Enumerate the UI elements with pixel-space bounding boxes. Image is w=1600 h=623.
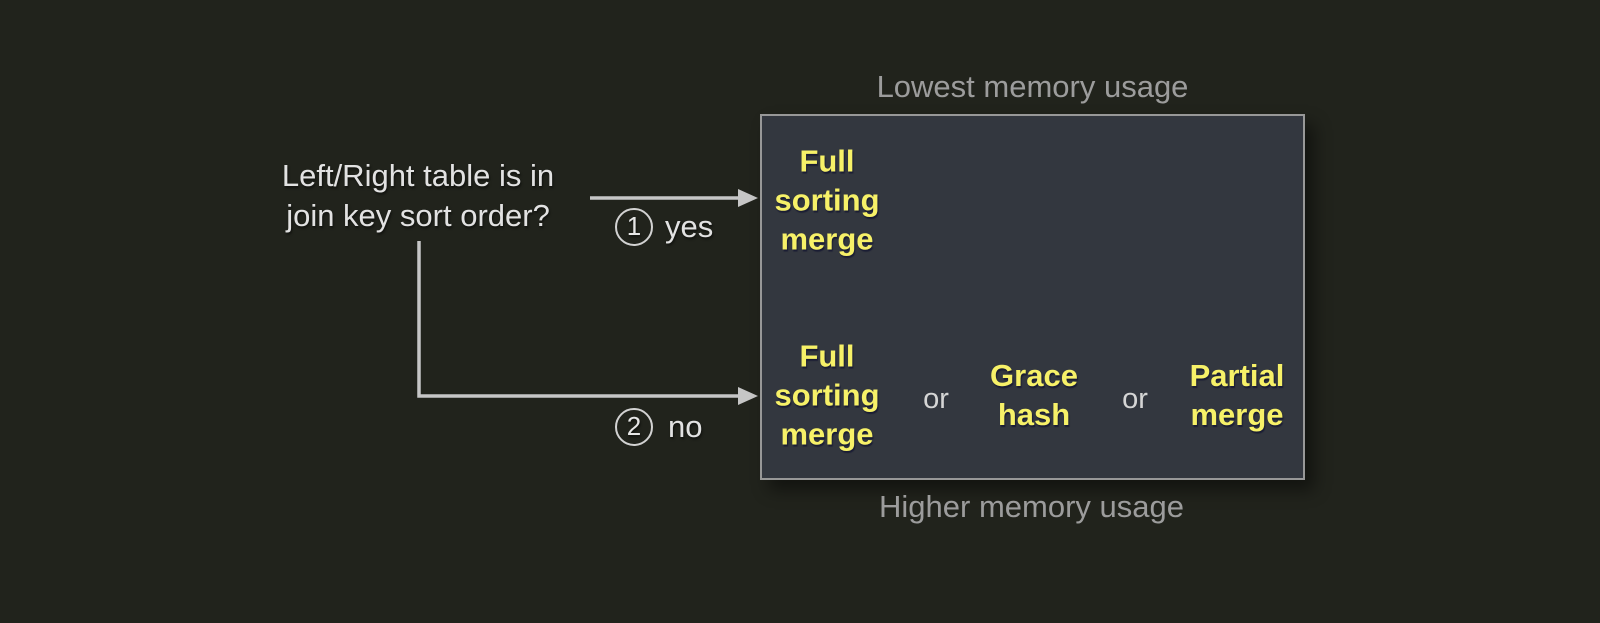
algo-full-sorting-merge-sorted: Full sorting merge <box>774 143 880 257</box>
no-arrow-head-icon <box>738 387 758 405</box>
branch-yes-label: 1 yes <box>615 208 713 246</box>
caption-lowest-memory: Lowest memory usage <box>876 69 1189 104</box>
circled-2-icon: 2 <box>615 408 653 446</box>
circled-1-icon: 1 <box>615 208 653 246</box>
join-algorithms-box: Full sorting merge Full sorting merge or… <box>760 114 1305 480</box>
no-elbow-line <box>417 241 740 398</box>
or-separator-2: or <box>1122 383 1148 415</box>
algo-partial-merge: Partial merge <box>1189 358 1285 432</box>
branch-yes-text: yes <box>665 209 714 244</box>
caption-higher-memory: Higher memory usage <box>879 489 1184 524</box>
yes-arrow-head-icon <box>738 189 758 207</box>
algo-grace-hash: Grace hash <box>990 358 1078 432</box>
question-text: Left/Right table is in join key sort ord… <box>281 158 555 233</box>
or-separator-1: or <box>923 383 949 415</box>
algo-full-sorting-merge-unsorted: Full sorting merge <box>774 338 880 452</box>
branch-no-label: 2 no <box>615 408 702 446</box>
branch-no-text: no <box>668 409 703 444</box>
